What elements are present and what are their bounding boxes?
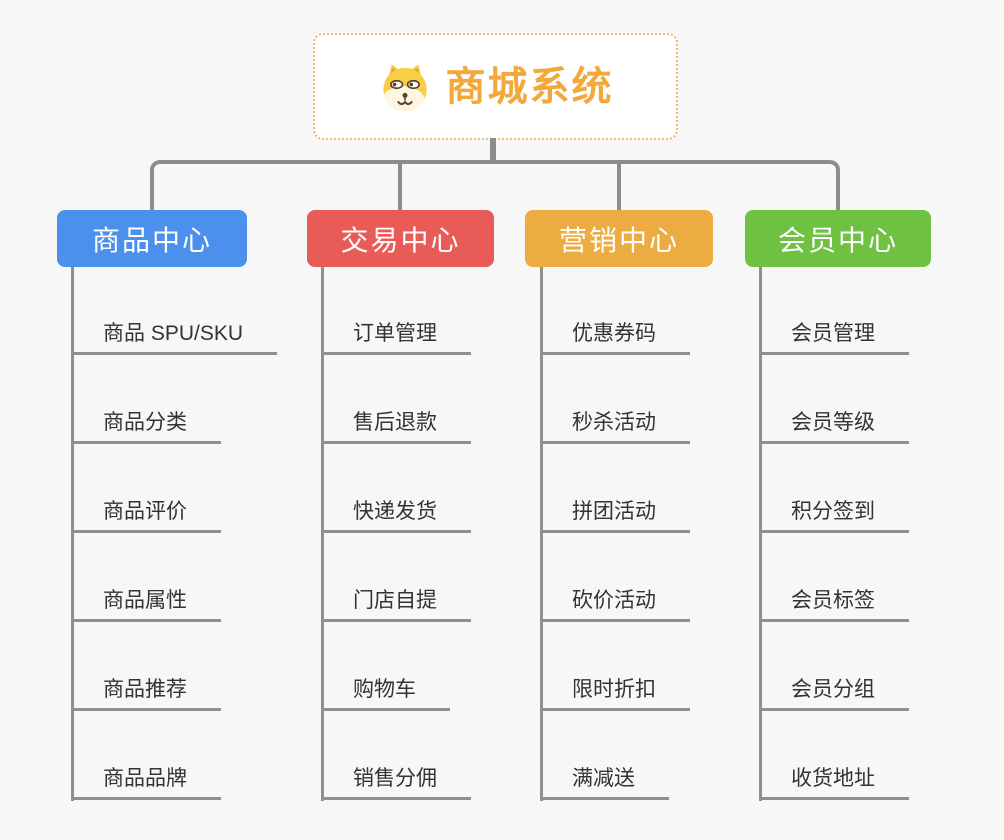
topic-node[interactable]: 积分签到 xyxy=(759,489,909,533)
root-topic[interactable]: 商城系统 xyxy=(313,33,678,140)
root-topic-title: 商城系统 xyxy=(445,64,614,109)
topic-node[interactable]: 商品分类 xyxy=(71,400,221,444)
topic-node[interactable]: 优惠券码 xyxy=(540,311,690,355)
topic-node[interactable]: 购物车 xyxy=(321,667,450,711)
topic-node[interactable]: 砍价活动 xyxy=(540,578,690,622)
topic-node[interactable]: 商品推荐 xyxy=(71,667,221,711)
topic-node[interactable]: 售后退款 xyxy=(321,400,471,444)
topic-node[interactable]: 商品 SPU/SKU xyxy=(71,311,278,355)
topic-node[interactable]: 快递发货 xyxy=(321,489,471,533)
dog-face-icon xyxy=(382,64,427,111)
topic-node[interactable]: 会员标签 xyxy=(759,578,909,622)
topic-node[interactable]: 拼团活动 xyxy=(540,489,690,533)
topic-node[interactable]: 会员分组 xyxy=(759,667,909,711)
topic-node[interactable]: 满减送 xyxy=(540,756,669,800)
root-connector-line xyxy=(490,138,496,164)
topic-node[interactable]: 销售分佣 xyxy=(321,756,471,800)
topic-node[interactable]: 订单管理 xyxy=(321,311,471,355)
branch-bus-line xyxy=(150,160,840,210)
topic-node[interactable]: 限时折扣 xyxy=(540,667,690,711)
drop-line-trade-center xyxy=(398,162,402,210)
column-line-member-center xyxy=(759,267,762,801)
branch-header-trade-center[interactable]: 交易中心 xyxy=(307,210,494,267)
drop-line-marketing-center xyxy=(617,162,621,210)
topic-node[interactable]: 门店自提 xyxy=(321,578,471,622)
branch-header-member-center[interactable]: 会员中心 xyxy=(745,210,931,267)
topic-node[interactable]: 商品评价 xyxy=(71,489,221,533)
column-line-marketing-center xyxy=(540,267,543,801)
topic-node[interactable]: 商品属性 xyxy=(71,578,221,622)
topic-node[interactable]: 收货地址 xyxy=(759,756,909,800)
column-line-product-center xyxy=(71,267,74,801)
topic-node[interactable]: 会员等级 xyxy=(759,400,909,444)
topic-node[interactable]: 商品品牌 xyxy=(71,756,221,800)
branch-header-product-center[interactable]: 商品中心 xyxy=(57,210,247,267)
branch-header-marketing-center[interactable]: 营销中心 xyxy=(525,210,713,267)
topic-node[interactable]: 会员管理 xyxy=(759,311,909,355)
topic-node[interactable]: 秒杀活动 xyxy=(540,400,690,444)
column-line-trade-center xyxy=(321,267,324,801)
